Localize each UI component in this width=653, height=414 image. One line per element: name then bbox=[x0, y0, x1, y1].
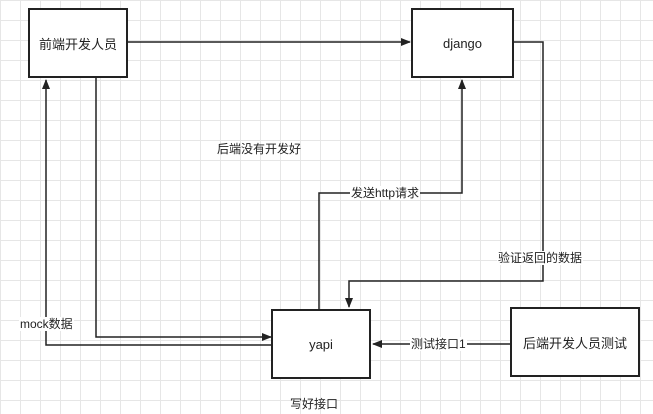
edge-frontend-to-yapi bbox=[95, 78, 272, 341]
edge-label-test-api: 测试接口1 bbox=[410, 337, 467, 351]
node-yapi: yapi bbox=[271, 309, 371, 379]
annotation-backend-not-ready: 后端没有开发好 bbox=[217, 142, 302, 156]
edge-django-to-yapi-verify bbox=[345, 41, 544, 308]
edge-label-send-http: 发送http请求 bbox=[350, 186, 421, 200]
node-django: django bbox=[411, 8, 514, 78]
edge-label-verify-return: 验证返回的数据 bbox=[497, 251, 584, 265]
node-frontend-dev: 前端开发人员 bbox=[28, 8, 128, 78]
edge-label-mock-data: mock数据 bbox=[19, 317, 74, 331]
annotation-write-api: 写好接口 bbox=[290, 397, 339, 411]
node-backend-test: 后端开发人员测试 bbox=[510, 307, 640, 377]
edge-yapi-to-frontend-mock bbox=[42, 79, 271, 346]
